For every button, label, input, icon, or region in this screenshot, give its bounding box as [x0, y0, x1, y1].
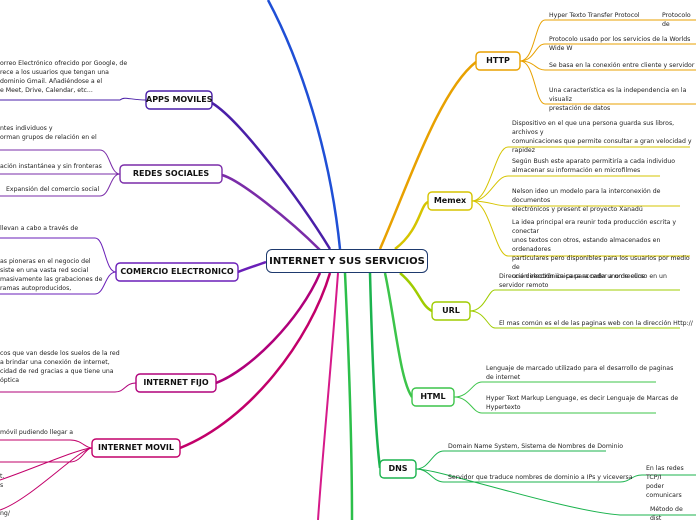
note-redes-3: Expansión del comercio social [6, 186, 100, 193]
branch-redes-sociales[interactable]: REDES SOCIALES [132, 169, 210, 178]
connector-bottom-1 [343, 272, 354, 520]
branch-http[interactable]: HTTP [486, 56, 510, 65]
note-fijo: cos que van desde los suelos de la red a… [0, 350, 120, 384]
note-memex-3: Nelson ideo un modelo para la interconex… [512, 188, 661, 213]
branch-internet-fijo[interactable]: INTERNET FIJO [143, 378, 209, 387]
note-dns-4: Método de dist [650, 506, 683, 520]
note-movil-2: t. s [0, 473, 5, 489]
connector-comercio [237, 260, 267, 274]
note-redes-2: ación instantánea y sin fronteras [0, 163, 102, 170]
note-dns-2: Servidor que traduce nombres de dominio … [448, 474, 633, 481]
note-apps: orreo Electrónico ofrecido por Google, d… [0, 60, 128, 94]
note-movil-3: ng/ [0, 510, 10, 517]
connector-apps [211, 101, 332, 250]
note-redes-1: ntes individuos y orman grupos de relaci… [0, 125, 97, 141]
note-http-1b: Protocolo de [662, 12, 691, 28]
note-url-1: Dirección electrónica para acceder a un … [499, 273, 667, 289]
connector-dns [368, 272, 382, 469]
note-html-1: Lenguaje de marcado utilizado para el de… [486, 365, 674, 381]
note-http-4: Una característica es la independencia e… [549, 87, 687, 112]
note-url-2: El mas común es el de las paginas web co… [499, 320, 693, 327]
connector-html [383, 272, 414, 398]
branch-apps-moviles[interactable]: APPS MOVILES [146, 95, 213, 104]
connector-top [266, 0, 342, 250]
connector-fijo [215, 272, 322, 385]
note-html-2: Hyper Text Markup Lenguage, es decir Len… [486, 395, 679, 411]
note-movil-1: móvil pudiendo llegar a [0, 429, 74, 436]
connector-movil [179, 272, 332, 450]
note-memex-1: Dispositivo en el que una persona guarda… [512, 120, 692, 154]
branch-internet-movil[interactable]: INTERNET MOVIL [98, 443, 174, 452]
branch-memex[interactable]: Memex [433, 196, 467, 205]
note-http-2: Protocolo usado por los servicios de la … [549, 36, 691, 52]
note-memex-2: Según Bush este aparato permitiría a cad… [512, 158, 676, 174]
branch-comercio-electronico[interactable]: COMERCIO ELECTRONICO [120, 267, 234, 276]
note-memex-4: La idea principal era reunir toda produc… [512, 219, 690, 280]
connector-memex [394, 200, 429, 250]
note-comercio-2: as pioneras en el negocio del siste en u… [0, 258, 103, 292]
connector-redes [221, 173, 321, 251]
note-http-1: Hyper Texto Transfer Protocol [549, 12, 640, 19]
branch-html[interactable]: HTML [420, 392, 446, 401]
note-comercio-1: llevan a cabo a través de [0, 225, 79, 232]
connector-http [378, 61, 477, 250]
connector-url [399, 272, 433, 313]
branch-url[interactable]: URL [442, 306, 460, 315]
note-dns-1: Domain Name System, Sistema de Nombres d… [448, 443, 623, 450]
note-dns-3: En las redes TCP/I poder comunicars [646, 465, 684, 499]
connector-bottom-2 [317, 272, 339, 520]
central-topic[interactable]: INTERNET Y SUS SERVICIOS [266, 249, 428, 273]
branch-dns[interactable]: DNS [388, 464, 408, 473]
note-http-3: Se basa en la conexión entre cliente y s… [549, 62, 695, 69]
